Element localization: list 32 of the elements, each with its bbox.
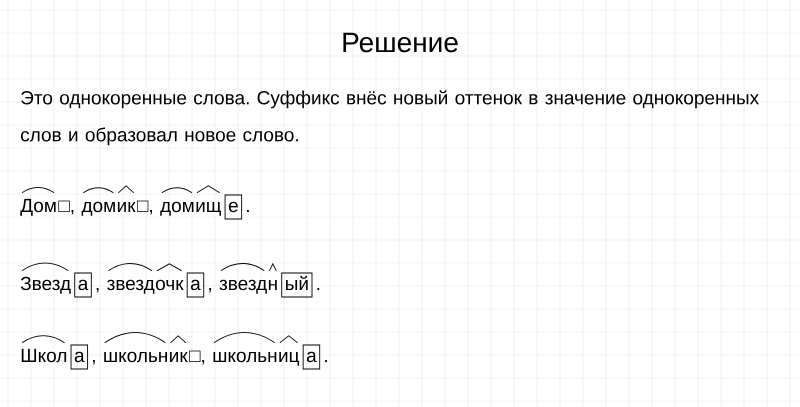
- word-fragment: звезд: [107, 280, 154, 294]
- word-fragment: ик: [170, 352, 188, 362]
- ending-box: е: [224, 194, 242, 220]
- word-fragment: школьн: [104, 352, 167, 362]
- word-fragment: □,: [136, 200, 152, 214]
- ending-box: а: [74, 272, 92, 298]
- word-fragment: ищ: [196, 202, 221, 216]
- ending-box: а: [302, 344, 320, 370]
- ending-box: а: [70, 344, 88, 370]
- word-fragment: Звезд: [20, 276, 71, 294]
- word-fragment: Дом: [20, 198, 56, 216]
- word-fragment: дом: [160, 202, 194, 216]
- title: Решение: [343, 32, 458, 52]
- word-fragment: Школ: [22, 348, 66, 362]
- word-fragment: ик: [118, 202, 136, 212]
- word-fragment: звезд: [220, 280, 267, 294]
- word-fragment: .: [325, 360, 327, 362]
- ending-box: а: [186, 272, 204, 298]
- word-fragment: ,: [92, 360, 95, 364]
- word-fragment: ,: [209, 288, 211, 292]
- word-fragment: .: [317, 288, 320, 290]
- word-fragment: очк: [156, 280, 184, 290]
- ending-box: ый: [281, 272, 312, 298]
- word-fragment: .: [247, 210, 249, 212]
- word-fragment: школьн: [214, 352, 276, 362]
- word-fragment: ,: [96, 288, 99, 292]
- word-fragment: дом: [82, 202, 115, 216]
- word-fragment: н: [268, 280, 277, 290]
- paragraph: Это однокоренные слова. Суффикс внёс новый оттенок в значение однокоренных слов и образовал новое слово.: [21, 90, 759, 146]
- word-fragment: иц: [279, 352, 300, 366]
- word-fragment: □,: [189, 350, 204, 364]
- word-fragment: □,: [58, 200, 74, 214]
